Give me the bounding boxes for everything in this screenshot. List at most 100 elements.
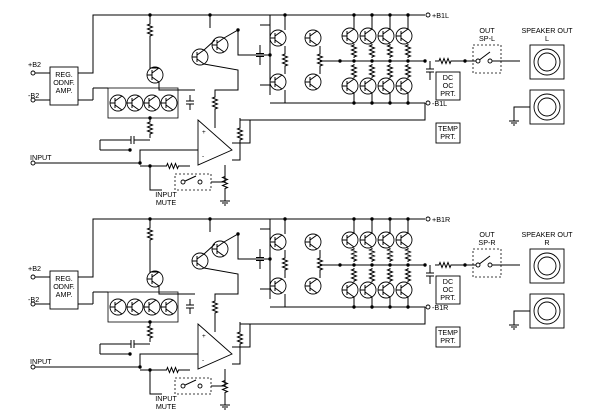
feedback-resistor: [236, 322, 244, 354]
mute-resistor: [221, 170, 229, 195]
wire: [211, 369, 226, 387]
transistor-collector: [382, 232, 391, 239]
transistor-emitter: [400, 241, 409, 248]
junction-dot: [128, 148, 132, 152]
reg-odnf-amp-label: AMP.: [56, 86, 73, 95]
wire: [232, 354, 241, 365]
emitter-resistor: [350, 44, 358, 58]
dc-oc-prt-label: PRT.: [440, 293, 455, 302]
transistor-collector: [274, 74, 283, 81]
speaker-jack-icon: [537, 256, 557, 276]
speaker-out-label: R: [544, 238, 549, 247]
emitter-resistor: [404, 268, 412, 282]
feedback-wire: [240, 307, 426, 325]
transistor-emitter: [400, 37, 409, 44]
transistor-collector: [382, 78, 391, 85]
junction-dot: [423, 263, 427, 267]
transistor-collector: [309, 278, 318, 285]
emitter-resistor: [350, 268, 358, 282]
terminal: [425, 100, 431, 106]
transistor-emitter: [148, 308, 157, 315]
wire: [513, 106, 530, 118]
relay-box: [472, 44, 502, 74]
rail-neg-label: -B1R: [432, 303, 448, 312]
emitter-resistor: [146, 322, 154, 342]
input-mute-label: INPUT: [155, 190, 177, 199]
relay-contact: [477, 51, 491, 62]
transistor-collector: [151, 271, 160, 278]
speaker-out-label: L: [545, 34, 549, 43]
wire: [214, 284, 239, 300]
mirror-bank: [107, 87, 179, 119]
emitter-resistor: [386, 64, 394, 78]
transistor-emitter: [346, 241, 355, 248]
transistor-collector: [131, 299, 140, 306]
mirror-bank: [107, 291, 179, 323]
emitter-resistor: [404, 64, 412, 78]
transistor-collector: [151, 67, 160, 74]
transistor-collector: [309, 74, 318, 81]
wire: [232, 324, 251, 348]
wire: [158, 286, 195, 295]
emitter-resistor: [350, 248, 358, 262]
transistor-emitter: [165, 308, 174, 315]
bias-resistor: [316, 250, 324, 278]
wire: [149, 45, 159, 69]
transistor-collector: [165, 299, 174, 306]
collector-resistor: [146, 15, 154, 45]
terminal: [487, 262, 493, 268]
wire: [149, 166, 162, 191]
rail-neg-label: -B1L: [432, 99, 447, 108]
relay-label: OUT: [479, 26, 495, 35]
terminal: [180, 179, 186, 185]
speaker-jack-icon: [537, 97, 557, 117]
wire: [158, 82, 195, 91]
wire: [211, 165, 226, 183]
relay-label: SP-R: [478, 238, 495, 247]
terminal: [180, 383, 186, 389]
junction-dot: [138, 161, 142, 165]
wire: [232, 120, 251, 144]
transistor-emitter: [346, 37, 355, 44]
transistor-collector: [274, 234, 283, 241]
transistor-emitter: [274, 39, 283, 46]
terminal: [475, 262, 481, 268]
temp-prt-label: TEMP: [438, 124, 458, 133]
speaker-jack-icon: [537, 301, 557, 321]
speaker-jack-icon: [537, 52, 557, 72]
temp-prt-box: [435, 122, 461, 144]
bias-resistor: [211, 300, 219, 314]
transistor-emitter: [400, 87, 409, 94]
emitter-resistor: [404, 44, 412, 58]
emitter-resistor: [350, 64, 358, 78]
reg-odnf-amp-label: ODNF.: [53, 282, 75, 291]
transistor-collector: [400, 282, 409, 289]
reg-odnf-amp-label: REG.: [55, 274, 73, 283]
supply-neg-label: -B2: [28, 91, 39, 100]
transistor-emitter: [400, 291, 409, 298]
transistor-emitter: [274, 287, 283, 294]
transistor-collector: [274, 278, 283, 285]
bias-resistor: [316, 46, 324, 74]
junction-dot: [236, 28, 240, 32]
transistor-emitter: [382, 291, 391, 298]
dc-oc-prt-box: [435, 71, 461, 101]
transistor-emitter: [309, 39, 318, 46]
transistor-collector: [346, 28, 355, 35]
transistor-collector: [364, 28, 373, 35]
dc-oc-prt-label: OC: [443, 285, 454, 294]
wire: [223, 29, 270, 56]
wire: [149, 249, 159, 273]
wire: [232, 150, 241, 161]
transistor-collector: [274, 30, 283, 37]
transistor-emitter: [274, 243, 283, 250]
bias-resistor: [281, 250, 289, 278]
transistor-collector: [382, 282, 391, 289]
opamp-plus-sign: +: [202, 333, 206, 340]
relay-box: [472, 248, 502, 278]
transistor-collector: [165, 95, 174, 102]
transistor-collector: [148, 95, 157, 102]
transistor-emitter: [196, 262, 205, 269]
reg-odnf-amp-label: AMP.: [56, 290, 73, 299]
